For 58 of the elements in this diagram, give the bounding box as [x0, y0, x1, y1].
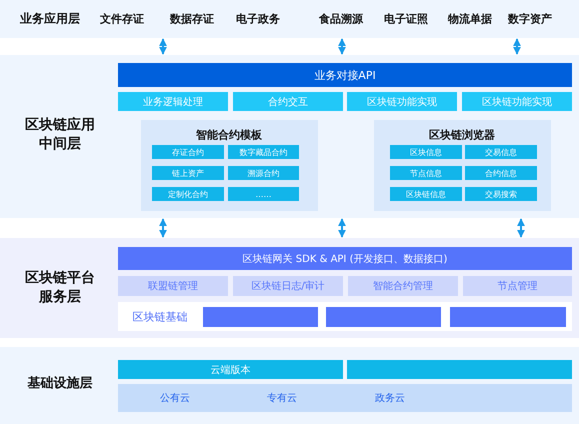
- contract-box: 数字藏品合约: [228, 145, 299, 159]
- info-box: 区块信息: [390, 145, 462, 159]
- app-label: 电子政务: [236, 12, 280, 26]
- panel-title: 智能合约模板: [196, 128, 262, 142]
- cloud-label: 专有云: [267, 392, 297, 405]
- app-label: 食品溯源: [319, 12, 363, 26]
- app-label: 物流单据: [448, 12, 492, 26]
- info-box: 交易搜索: [465, 187, 537, 201]
- contract-box: 定制化合约: [152, 187, 224, 201]
- app-label: 数据存证: [170, 12, 214, 26]
- contract-box: 溯源合约: [228, 166, 299, 180]
- module-box: 业务逻辑处理: [118, 92, 228, 111]
- layer-band: [0, 347, 579, 424]
- app-label: 文件存证: [100, 12, 144, 26]
- chain-box: [450, 307, 566, 327]
- chain-box: [203, 307, 318, 327]
- module-box: 联盟链管理: [118, 276, 228, 296]
- layer-band: [0, 238, 579, 338]
- layer-band: [0, 0, 579, 38]
- strip-label: 区块链基础: [132, 310, 188, 324]
- double-arrow: [517, 218, 525, 238]
- template-panel: [141, 120, 318, 211]
- info-box: 区块链信息: [390, 187, 462, 201]
- info-box: 节点信息: [390, 166, 462, 180]
- version-bar: [347, 360, 572, 379]
- contract-box: ……: [228, 187, 299, 201]
- gateway-bar: 区块链网关 SDK & API (开发接口、数据接口): [118, 247, 572, 270]
- api-bar: 业务对接API: [118, 63, 572, 87]
- cloud-label: 公有云: [160, 392, 190, 405]
- double-arrow: [159, 218, 167, 238]
- info-box: 合约信息: [465, 166, 537, 180]
- chain-box: [326, 307, 441, 327]
- layer-title: 业务应用层: [20, 10, 80, 28]
- double-arrow: [338, 38, 346, 55]
- foundation-strip: [118, 302, 572, 331]
- module-box: 区块链日志/审计: [233, 276, 343, 296]
- module-box: 智能合约管理: [348, 276, 458, 296]
- double-arrow: [159, 38, 167, 55]
- double-arrow: [513, 38, 521, 55]
- cloud-panel: [118, 384, 572, 412]
- layer-title: 区块链平台服务层: [24, 269, 96, 307]
- module-box: 区块链功能实现: [462, 92, 572, 111]
- panel-title: 区块链浏览器: [429, 128, 495, 142]
- double-arrow: [338, 218, 346, 238]
- module-box: 区块链功能实现: [347, 92, 457, 111]
- contract-box: 链上资产: [152, 166, 224, 180]
- version-bar: 云端版本: [118, 360, 343, 379]
- app-label: 数字资产: [508, 12, 552, 26]
- browser-panel: [374, 120, 551, 211]
- layer-title: 区块链应用中间层: [24, 116, 96, 154]
- layer-title: 基础设施层: [28, 375, 92, 392]
- contract-box: 存证合约: [152, 145, 224, 159]
- app-label: 电子证照: [384, 12, 428, 26]
- module-box: 合约交互: [233, 92, 343, 111]
- cloud-label: 政务云: [375, 392, 405, 405]
- layer-band: [0, 55, 579, 218]
- info-box: 交易信息: [465, 145, 537, 159]
- module-box: 节点管理: [463, 276, 572, 296]
